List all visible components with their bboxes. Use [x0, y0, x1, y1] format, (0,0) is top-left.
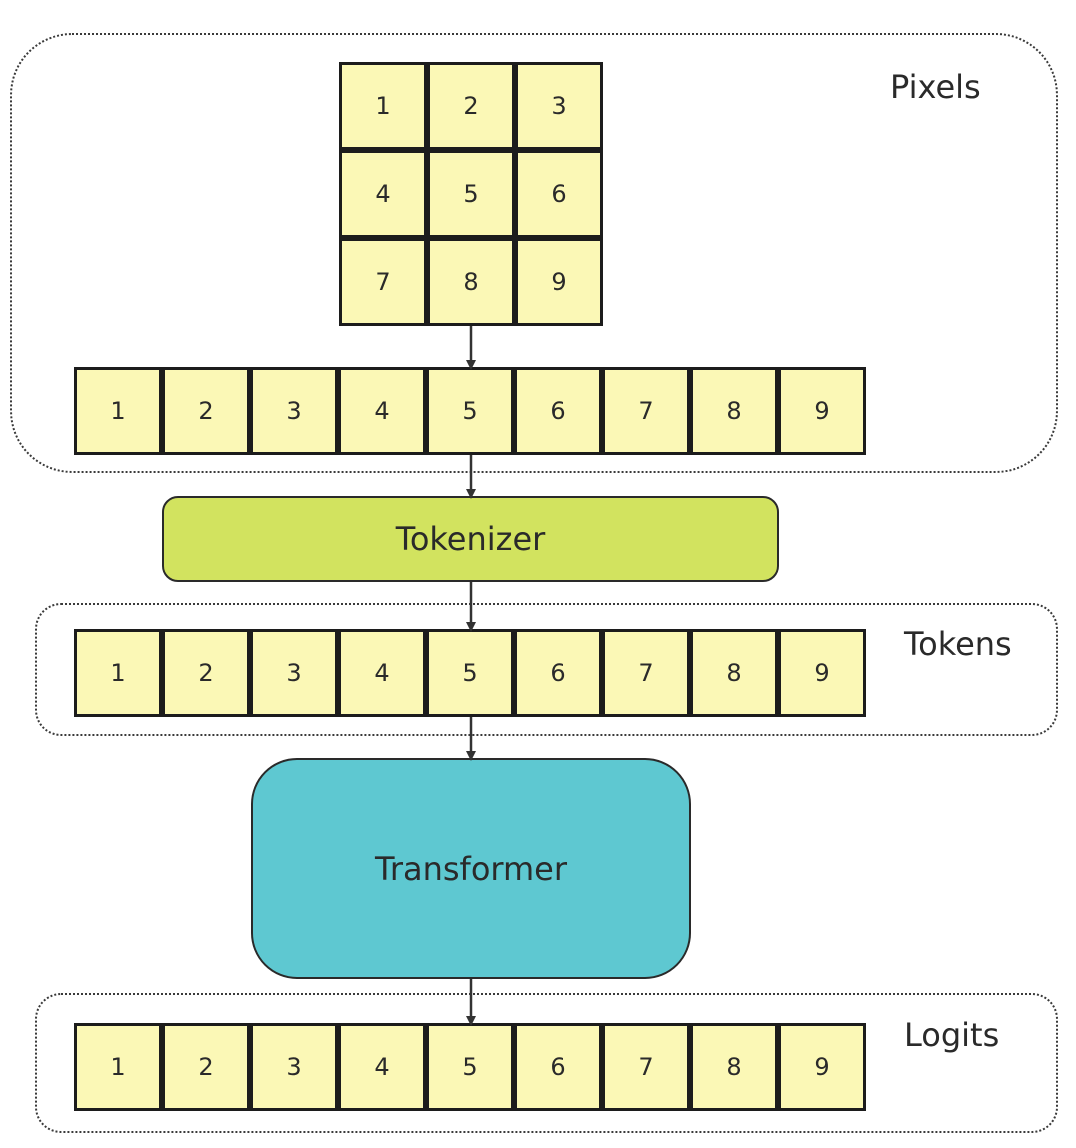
pixel-cell: 4 [339, 150, 427, 238]
pixel-cell: 7 [339, 238, 427, 326]
pixel-cell: 9 [515, 238, 603, 326]
pixel-cell: 8 [427, 238, 515, 326]
pixel-seq-cell: 9 [778, 367, 866, 455]
token-cell: 7 [602, 629, 690, 717]
logit-cell: 1 [74, 1023, 162, 1111]
pixels-group [10, 33, 1058, 473]
pixel-seq-cell: 8 [690, 367, 778, 455]
pixel-cell: 5 [427, 150, 515, 238]
token-cell: 6 [514, 629, 602, 717]
token-cell: 5 [426, 629, 514, 717]
logit-cell: 3 [250, 1023, 338, 1111]
tokenizer-block: Tokenizer [162, 496, 779, 582]
token-cell: 4 [338, 629, 426, 717]
logits-group [35, 993, 1058, 1133]
pixel-cell: 6 [515, 150, 603, 238]
token-cell: 9 [778, 629, 866, 717]
logit-cell: 2 [162, 1023, 250, 1111]
pixel-cell: 1 [339, 62, 427, 150]
pixel-seq-cell: 6 [514, 367, 602, 455]
tokens-group-label: Tokens [904, 625, 1012, 663]
pixel-cell: 3 [515, 62, 603, 150]
pixel-seq-cell: 3 [250, 367, 338, 455]
logit-cell: 9 [778, 1023, 866, 1111]
logit-cell: 8 [690, 1023, 778, 1111]
token-cell: 1 [74, 629, 162, 717]
pixel-cell: 2 [427, 62, 515, 150]
logits-group-label: Logits [904, 1016, 1000, 1054]
transformer-block: Transformer [251, 758, 691, 979]
pixel-seq-cell: 4 [338, 367, 426, 455]
token-cell: 2 [162, 629, 250, 717]
logit-cell: 6 [514, 1023, 602, 1111]
pixel-seq-cell: 7 [602, 367, 690, 455]
pixel-seq-cell: 2 [162, 367, 250, 455]
pixel-seq-cell: 5 [426, 367, 514, 455]
token-cell: 3 [250, 629, 338, 717]
pixels-group-label: Pixels [890, 68, 981, 106]
logit-cell: 4 [338, 1023, 426, 1111]
token-cell: 8 [690, 629, 778, 717]
tokens-group [35, 603, 1058, 736]
logit-cell: 7 [602, 1023, 690, 1111]
pixel-seq-cell: 1 [74, 367, 162, 455]
